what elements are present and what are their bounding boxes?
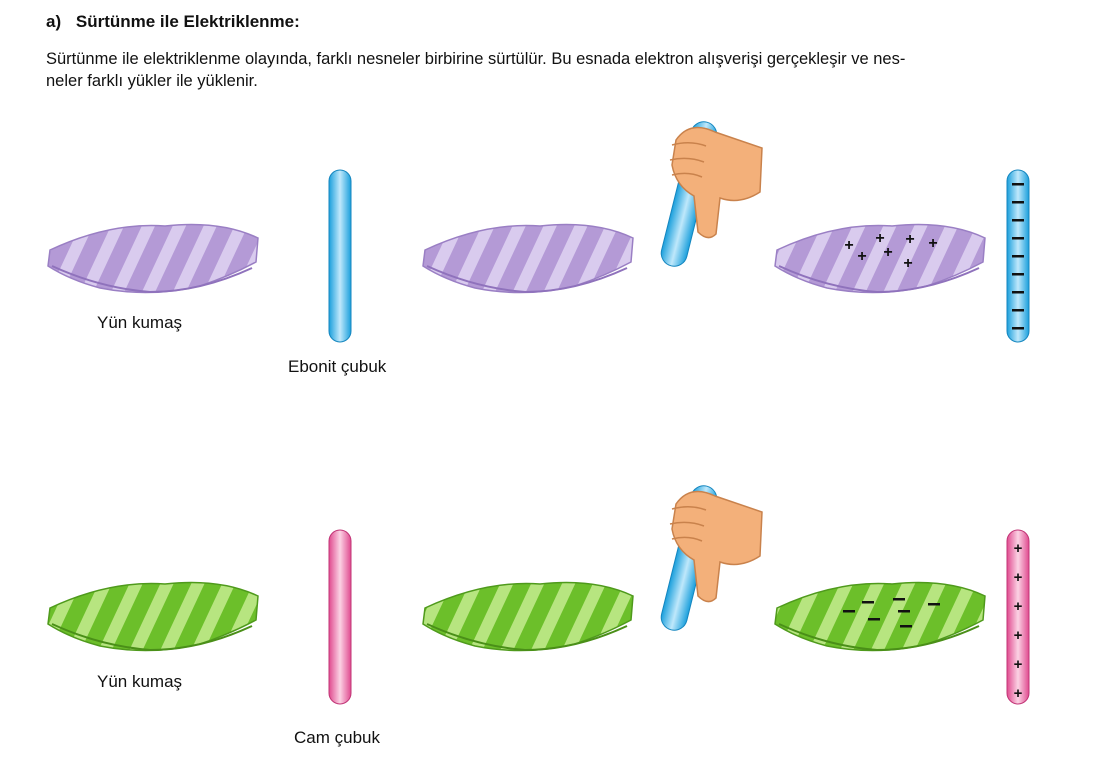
section-title: Sürtünme ile Elektriklenme: <box>75 12 300 31</box>
paragraph-line-1: Sürtünme ile elektriklenme olayında, far… <box>46 50 906 68</box>
hand-holding-rod-icon <box>660 121 763 267</box>
cloth-icon <box>422 223 634 294</box>
charge-symbol: + <box>905 231 914 248</box>
section-number: a) <box>46 12 62 31</box>
charge-symbol: + <box>1014 598 1023 615</box>
cloth-icon <box>774 223 986 294</box>
rod-label: Cam çubuk <box>294 728 380 747</box>
charge-symbol: + <box>857 248 866 265</box>
cloth-icon <box>422 581 634 652</box>
charge-symbol: + <box>844 237 853 254</box>
charge-symbol: + <box>928 235 937 252</box>
cloth-label: Yün kumaş <box>97 313 183 332</box>
paragraph-line-2: neler farklı yükler ile yüklenir. <box>46 72 258 90</box>
charge-symbol: + <box>1014 656 1023 673</box>
charge-symbol: + <box>1014 627 1023 644</box>
charge-symbol: + <box>1014 540 1023 557</box>
rod-icon <box>1006 529 1030 705</box>
section-heading: a) Sürtünme ile Elektriklenme: <box>46 12 300 32</box>
charge-symbol: + <box>1014 685 1023 702</box>
rod-label: Ebonit çubuk <box>288 357 387 376</box>
charge-symbol: + <box>883 244 892 261</box>
rod-icon <box>328 169 352 343</box>
rod-icon <box>328 529 352 705</box>
charge-symbol: + <box>875 230 884 247</box>
cloth-label: Yün kumaş <box>97 672 183 691</box>
cloth-icon <box>47 581 259 652</box>
description-paragraph: Sürtünme ile elektriklenme olayında, far… <box>46 48 1046 92</box>
hand-holding-rod-icon <box>660 485 763 631</box>
cloth-icon <box>47 223 259 294</box>
cloth-icon <box>774 581 986 652</box>
charge-symbol: + <box>903 255 912 272</box>
charge-symbol: + <box>1014 569 1023 586</box>
